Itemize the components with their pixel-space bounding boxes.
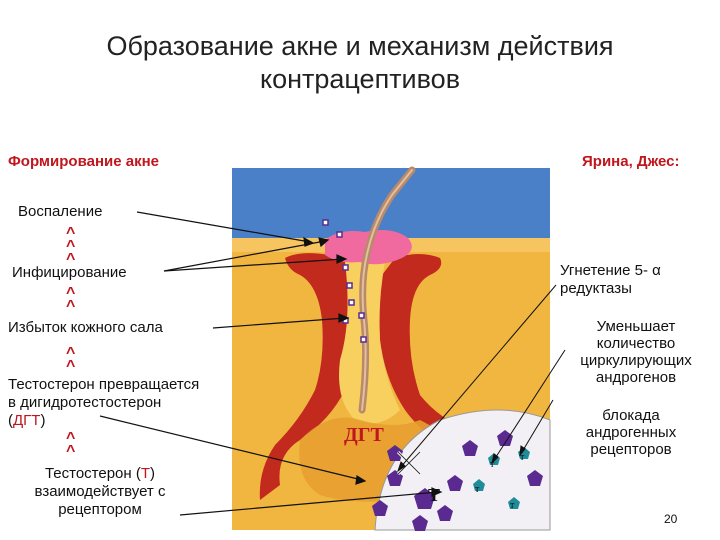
arrow-receptor xyxy=(179,491,439,516)
receptor-cluster xyxy=(372,430,543,531)
receptor-shape xyxy=(497,430,513,446)
interaction-line-2: взаимодействует с xyxy=(34,483,166,500)
t-mark: т xyxy=(490,459,495,470)
effect2-line-2: количество xyxy=(596,335,676,352)
chevron-up: ^ xyxy=(66,358,76,375)
conversion-line-3: (ДГТ) xyxy=(8,412,199,430)
bacteria-dot xyxy=(346,282,353,289)
effect-5a-reductase: Угнетение 5- α редуктазы xyxy=(560,262,661,298)
receptor-shape xyxy=(462,440,478,456)
arrow-sebum xyxy=(212,317,346,329)
follicle-wall-right xyxy=(379,254,470,450)
arrowhead xyxy=(355,474,367,485)
effect2-line-4: андрогенов xyxy=(595,369,677,386)
arrow-effect-1 xyxy=(399,284,557,469)
receptor-shape xyxy=(412,515,428,531)
paren: ) xyxy=(40,412,46,429)
effect2-line-3: циркулирующих xyxy=(580,352,692,369)
chevron-up: ^ xyxy=(66,430,76,447)
receptor-shape xyxy=(372,500,388,516)
arrowhead xyxy=(431,487,443,497)
chevron-up: ^ xyxy=(66,345,76,362)
t-mark: т xyxy=(520,452,525,463)
bacteria-dot xyxy=(348,299,355,306)
arrow-effect-2 xyxy=(493,349,566,461)
epidermis-top-layer xyxy=(232,168,550,240)
receptor-shape xyxy=(447,475,463,491)
interaction-text: ) xyxy=(150,465,156,482)
bacteria-dot xyxy=(322,219,329,226)
t-mark: т xyxy=(475,484,480,495)
step-interaction: Тестостерон (Т) взаимодействует с рецепт… xyxy=(0,465,200,519)
left-header: Формирование акне xyxy=(8,153,159,170)
effect1-line-1: Угнетение 5- α xyxy=(560,262,661,279)
hair-shaft-highlight xyxy=(361,169,413,411)
t-mark: т xyxy=(510,500,515,511)
effect3-line-1: блокада xyxy=(602,407,660,424)
arrowhead xyxy=(338,313,350,323)
testosterone-molecule xyxy=(473,479,485,491)
page-number: 20 xyxy=(664,512,678,526)
effect-androgen-reduction: Уменьшает количество циркулирующих андро… xyxy=(556,318,716,386)
receptor-shape xyxy=(527,470,543,486)
effect1-line-2: редуктазы xyxy=(560,280,632,297)
title-line-2: контрацептивов xyxy=(259,64,461,94)
arrowhead xyxy=(491,453,499,465)
slide-title: Образование акне и механизм действия кон… xyxy=(0,30,720,96)
arrowhead xyxy=(397,461,406,473)
effect3-line-3: рецепторов xyxy=(590,441,672,458)
effect2-line-1: Уменьшает xyxy=(596,318,676,335)
right-header: Ярина, Джес: xyxy=(582,153,680,170)
step-sebum-excess: Избыток кожного сала xyxy=(8,319,163,336)
testosterone-molecule xyxy=(508,497,520,509)
effect3-line-2: андрогенных xyxy=(585,424,677,441)
interaction-line-3: рецептором xyxy=(58,501,142,518)
bacteria-dot xyxy=(358,312,365,319)
conversion-line-2: в дигидротестостерон xyxy=(8,394,162,411)
arrow-dht xyxy=(99,415,363,481)
conversion-line-1: Тестостерон превращается xyxy=(8,376,200,393)
arrow-effect-3 xyxy=(521,399,554,453)
bacteria-dot xyxy=(336,231,343,238)
chevron-up: ^ xyxy=(66,251,76,268)
receptor-shape xyxy=(437,505,453,521)
bacteria-dot xyxy=(360,336,367,343)
paren: ( xyxy=(8,412,13,429)
arrow-infection-1 xyxy=(163,258,344,272)
chevron-up: ^ xyxy=(66,443,76,460)
chevron-up: ^ xyxy=(66,238,76,255)
follicle-wall-left xyxy=(259,253,353,500)
block-x-mark-outline xyxy=(397,451,421,475)
bacteria-dot xyxy=(342,264,349,271)
interaction-line-1: Тестостерон (Т) xyxy=(0,465,200,483)
step-inflammation: Воспаление xyxy=(18,203,103,220)
chevron-up: ^ xyxy=(66,225,76,242)
title-line-1: Образование акне и механизм действия xyxy=(106,31,614,61)
effect-receptor-block: блокада андрогенных рецепторов xyxy=(556,407,706,458)
testosterone-big-label: Т xyxy=(428,485,441,505)
chevron-up: ^ xyxy=(66,298,76,315)
step-infection: Инфицирование xyxy=(12,264,127,281)
arrow-inflammation xyxy=(136,211,311,243)
interaction-text: Тестостерон ( xyxy=(44,465,141,482)
arrowhead xyxy=(318,237,330,248)
chevron-up: ^ xyxy=(66,285,76,302)
dht-term: ДГТ xyxy=(13,412,41,429)
arrowhead xyxy=(519,445,526,457)
step-conversion: Тестостерон превращается в дигидротестос… xyxy=(8,376,199,430)
receptor-shape xyxy=(387,445,403,461)
dht-diagram-label: ДГТ xyxy=(344,424,384,446)
arrow-infection-2 xyxy=(163,240,326,272)
t-term: Т xyxy=(140,465,151,482)
arrowhead xyxy=(336,254,348,264)
